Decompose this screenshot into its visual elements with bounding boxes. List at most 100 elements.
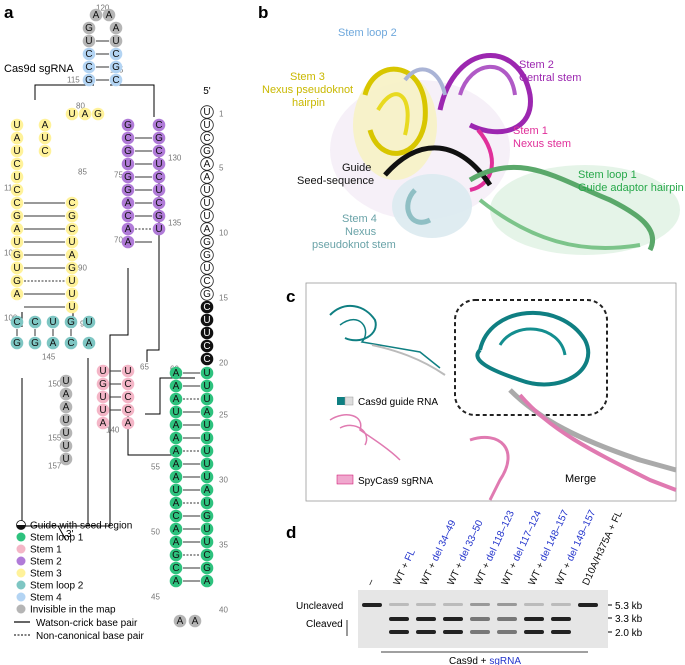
svg-text:Nexus stem: Nexus stem <box>513 138 571 150</box>
stem-loop-1-nucleotide: A <box>169 392 183 406</box>
svg-text:Stem loop 1: Stem loop 1 <box>578 169 637 181</box>
svg-text:A: A <box>173 576 180 587</box>
svg-text:U: U <box>203 420 210 431</box>
svg-text:A: A <box>173 472 180 483</box>
svg-text:U: U <box>203 498 210 509</box>
svg-text:155: 155 <box>48 434 62 443</box>
svg-text:A: A <box>204 407 211 418</box>
svg-text:C: C <box>124 211 131 222</box>
stem-1-nucleotide: A <box>96 416 110 430</box>
svg-text:55: 55 <box>151 463 160 472</box>
stem-3-nucleotide: U <box>65 235 79 249</box>
stem-3-nucleotide: U <box>10 235 24 249</box>
stem-3-nucleotide: C <box>10 157 24 171</box>
svg-text:G: G <box>124 146 132 157</box>
stem-1-nucleotide: C <box>121 403 135 417</box>
stem-1-nucleotide: U <box>121 364 135 378</box>
svg-text:A: A <box>50 338 57 349</box>
svg-text:C: C <box>31 317 38 328</box>
stem-2-nucleotide: G <box>121 183 135 197</box>
stem-2-nucleotide: G <box>121 170 135 184</box>
svg-text:U: U <box>203 315 210 326</box>
gel-band <box>362 603 382 607</box>
svg-text:A: A <box>125 237 132 248</box>
svg-text:C: C <box>203 302 210 313</box>
gel-band <box>497 603 517 606</box>
svg-text:70: 70 <box>114 236 123 245</box>
stem-3-nucleotide: G <box>10 209 24 223</box>
svg-text:U: U <box>62 441 69 452</box>
svg-text:G: G <box>203 289 211 300</box>
legend-label: Stem loop 2 <box>30 581 84 592</box>
svg-text:Seed-sequence: Seed-sequence <box>297 175 374 187</box>
svg-text:U: U <box>124 366 131 377</box>
stem-loop-1-nucleotide: A <box>169 431 183 445</box>
svg-text:G: G <box>203 146 211 157</box>
svg-text:A: A <box>86 338 93 349</box>
stem-3-nucleotide: A <box>10 222 24 236</box>
watson-crick-label: Watson-crick base pair <box>36 618 138 629</box>
stem-1-nucleotide: C <box>121 390 135 404</box>
svg-text:Guide adaptor hairpin: Guide adaptor hairpin <box>578 182 684 194</box>
svg-text:Stem 1: Stem 1 <box>513 125 548 137</box>
stem-3-nucleotide: U <box>65 287 79 301</box>
svg-text:U: U <box>155 185 162 196</box>
legend-swatch <box>16 604 26 614</box>
stem-loop-1-nucleotide: U <box>200 431 214 445</box>
svg-text:10: 10 <box>219 229 228 238</box>
svg-text:G: G <box>68 263 76 274</box>
sgrna-title: Cas9d sgRNA <box>4 63 74 75</box>
svg-text:C: C <box>203 341 210 352</box>
svg-text:A: A <box>173 446 180 457</box>
guide-nucleotide: U <box>200 261 214 275</box>
svg-text:U: U <box>155 159 162 170</box>
stem-loop-2-nucleotide: A <box>82 336 96 350</box>
gel-band <box>443 630 463 634</box>
stem-loop-2-nucleotide: U <box>46 315 60 329</box>
svg-text:G: G <box>203 250 211 261</box>
svg-text:5: 5 <box>219 164 224 173</box>
svg-text:U: U <box>13 120 20 131</box>
stem-2-nucleotide: C <box>121 131 135 145</box>
panel-label-c: c <box>286 287 295 306</box>
svg-text:30: 30 <box>219 476 228 485</box>
svg-text:A: A <box>173 498 180 509</box>
svg-text:A: A <box>204 576 211 587</box>
panel-c-frame <box>305 282 677 502</box>
structure-labels: Stem loop 2 Stem 3 Nexus pseudoknot hair… <box>262 27 684 251</box>
gel-band <box>524 617 544 621</box>
svg-text:135: 135 <box>168 219 182 228</box>
stem-loop-2-nucleotide: C <box>64 336 78 350</box>
svg-text:C: C <box>112 75 119 86</box>
svg-text:C: C <box>85 49 92 60</box>
lane-label: WT + FL <box>392 547 418 587</box>
tail-nucleotide: U <box>59 426 73 440</box>
stem-2-nucleotide: U <box>121 157 135 171</box>
svg-text:U: U <box>68 289 75 300</box>
guide-nucleotide: U <box>200 105 214 119</box>
stem-3-nucleotide: C <box>65 196 79 210</box>
stem-loop-1-nucleotide: U <box>200 379 214 393</box>
guide-nucleotide: U <box>200 183 214 197</box>
svg-text:A: A <box>125 198 132 209</box>
lane-label: – <box>365 577 378 587</box>
svg-text:U: U <box>203 381 210 392</box>
stem-2-nucleotide: G <box>121 144 135 158</box>
stem-1-nucleotide: U <box>96 364 110 378</box>
loop-nucleotide: A <box>89 8 103 22</box>
stem-3-nucleotide: C <box>38 144 52 158</box>
stem-4-nucleotide: C <box>109 47 123 61</box>
gel-band <box>389 617 409 621</box>
svg-text:U: U <box>112 36 119 47</box>
svg-text:U: U <box>13 146 20 157</box>
svg-text:U: U <box>85 317 92 328</box>
guide-nucleotide: C <box>200 339 214 353</box>
svg-text:A: A <box>82 109 89 120</box>
svg-text:G: G <box>155 133 163 144</box>
stem-loop-1-nucleotide: C <box>169 561 183 575</box>
svg-text:85: 85 <box>78 168 87 177</box>
svg-text:A: A <box>113 23 120 34</box>
svg-text:25: 25 <box>219 411 228 420</box>
gel-band <box>389 603 409 606</box>
